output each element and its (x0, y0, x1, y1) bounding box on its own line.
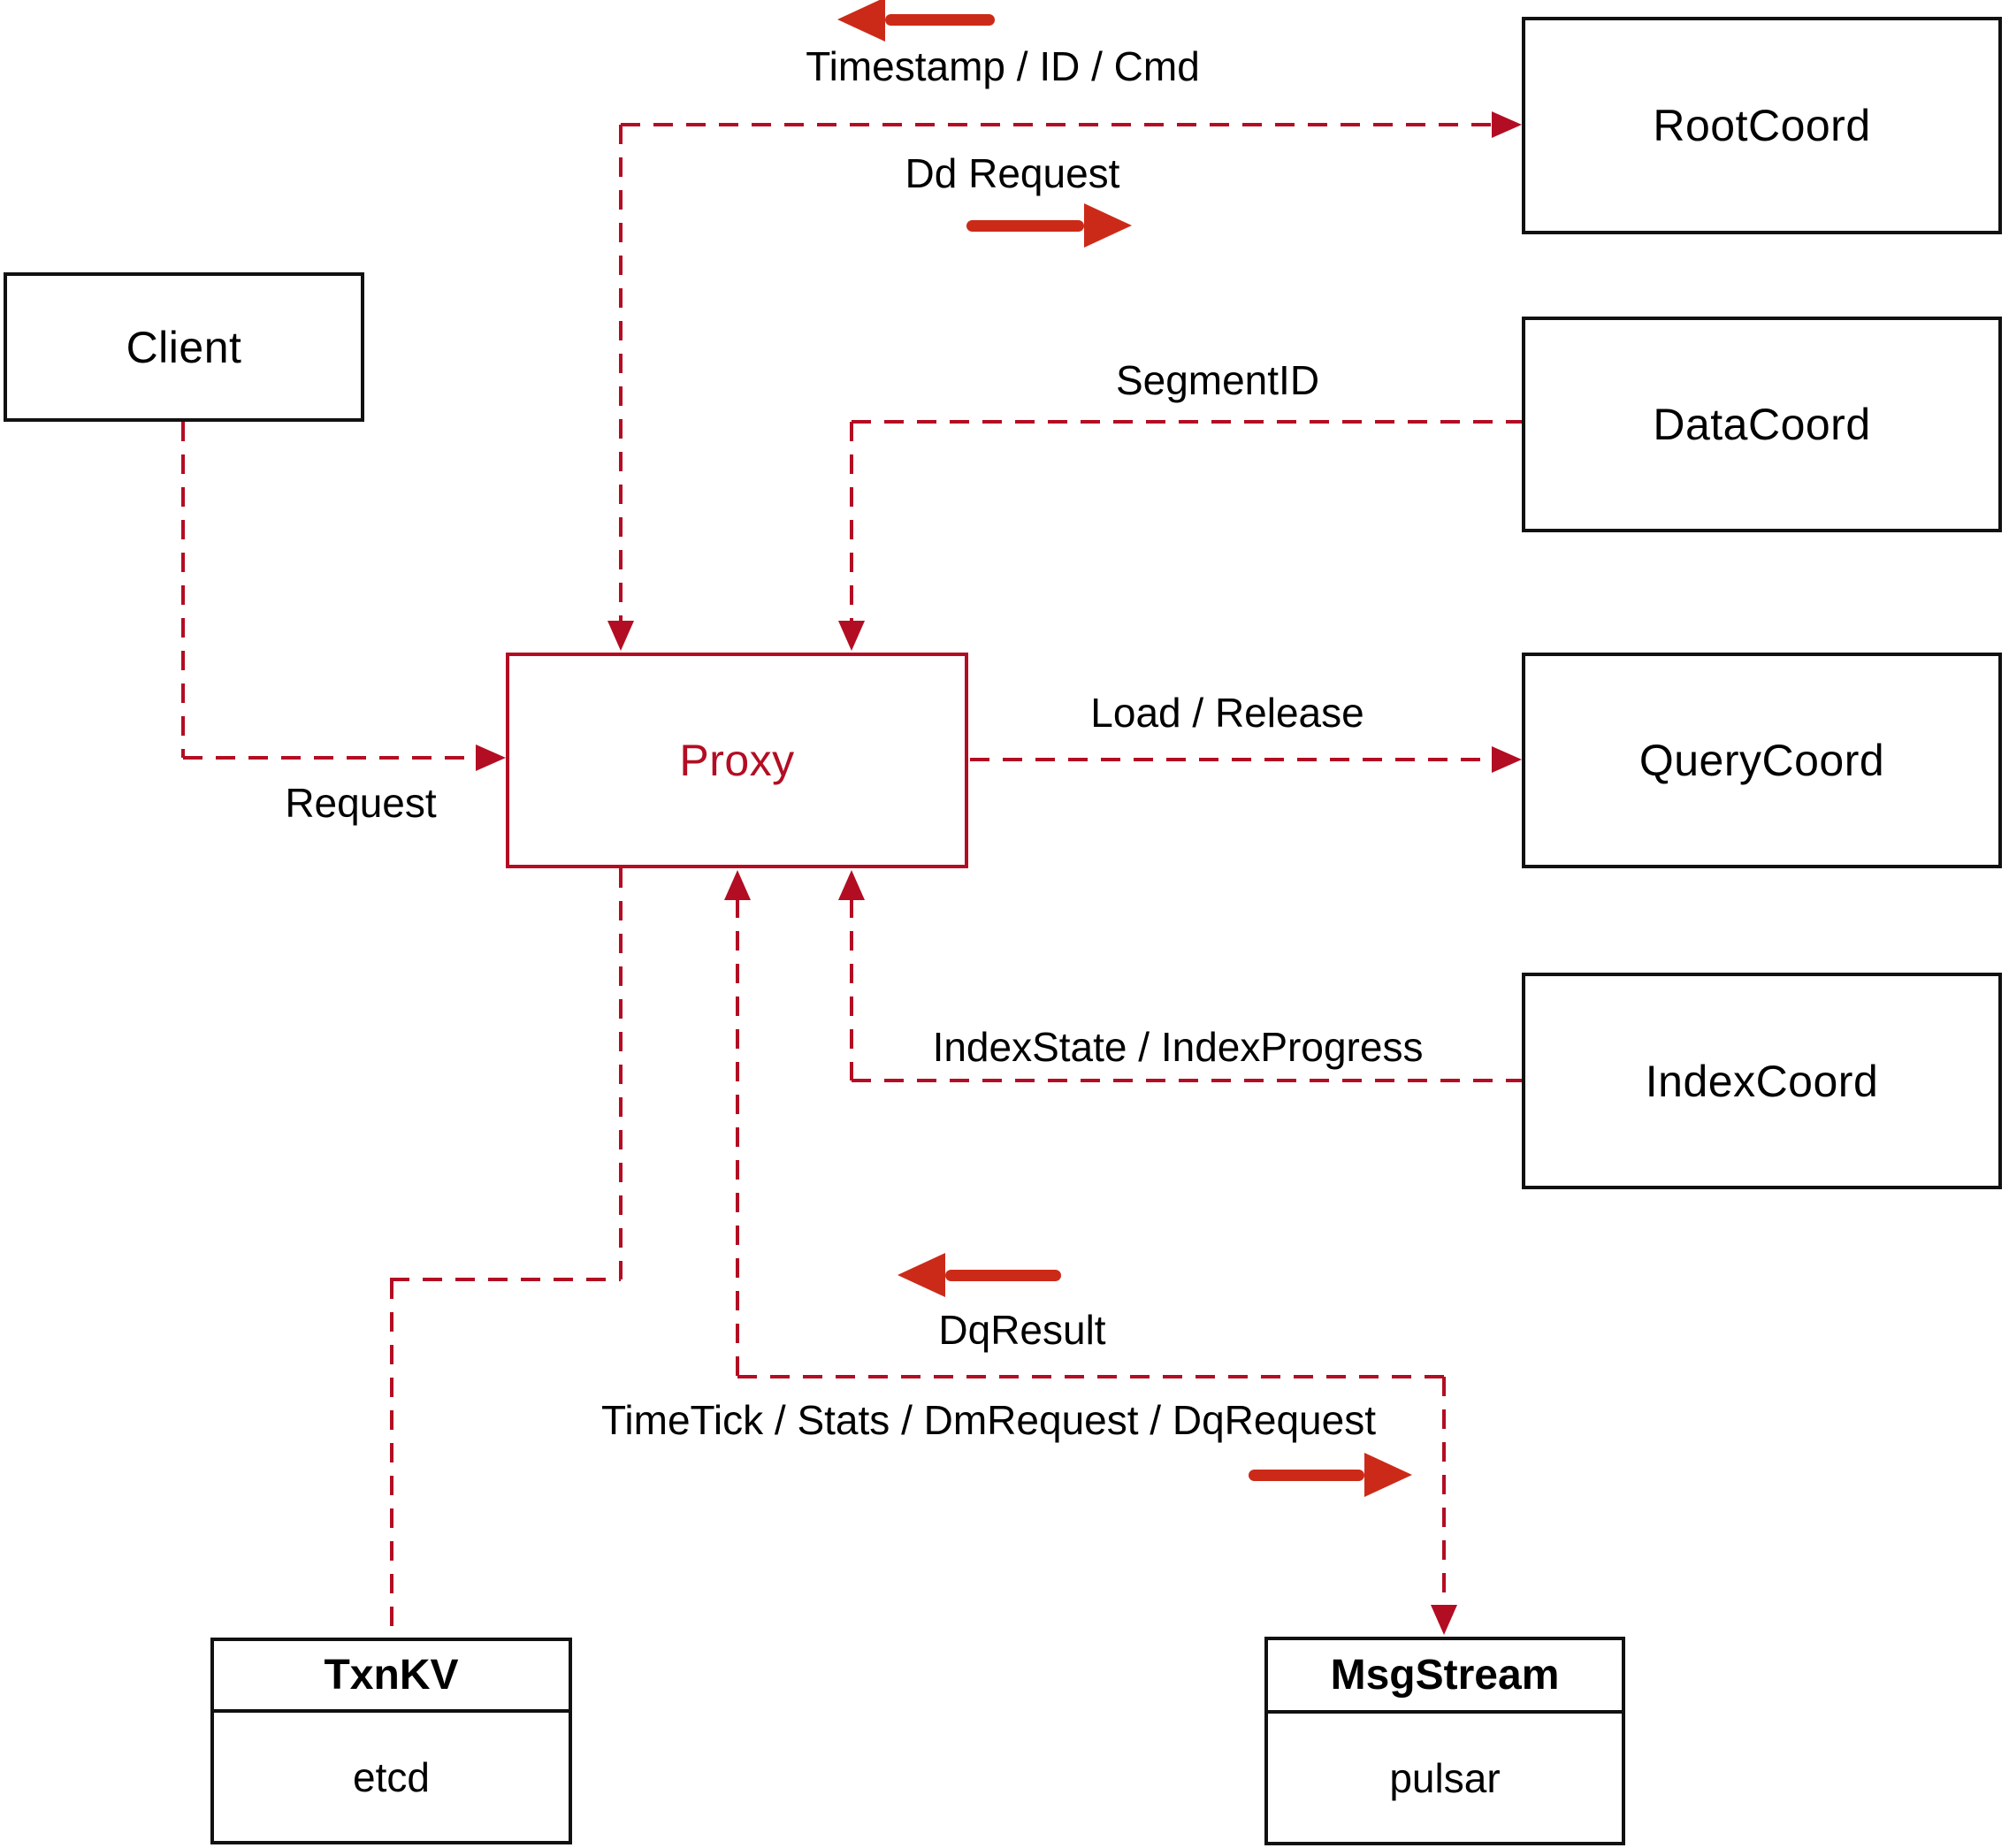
edge-proxy-querycoord-arrowhead (1492, 746, 1522, 773)
edge-label-timetick: TimeTick / Stats / DmRequest / DqRequest (601, 1397, 1376, 1443)
edge-datacoord-proxy-h (852, 420, 1522, 424)
edge-label-dq-result: DqResult (938, 1307, 1106, 1353)
edge-into-proxy-bottom-arrowhead-2 (724, 870, 751, 900)
node-indexcoord-label: IndexCoord (1645, 1056, 1879, 1106)
edge-proxy-msgstream-v2 (1442, 1377, 1446, 1607)
arrow-head-left-icon (898, 1253, 945, 1297)
arrow-head-right-icon (1364, 1453, 1412, 1497)
edge-label-dd-request: Dd Request (905, 150, 1120, 196)
node-indexcoord: IndexCoord (1522, 973, 2002, 1189)
edge-into-proxy-top-arrowhead-2 (838, 621, 865, 651)
node-msgstream-title: MsgStream (1268, 1640, 1622, 1714)
arrow-head-right-icon (1084, 203, 1132, 248)
node-client-label: Client (126, 322, 242, 372)
node-proxy-label: Proxy (679, 736, 795, 785)
node-txnkv: TxnKV etcd (210, 1638, 572, 1844)
edge-client-proxy-v (181, 422, 185, 758)
edge-into-proxy-top-arrowhead-1 (607, 621, 634, 651)
edge-proxy-txnkv-h (390, 1278, 621, 1281)
arrow-head-left-icon (837, 0, 885, 42)
node-querycoord: QueryCoord (1522, 653, 2002, 868)
edge-client-proxy-arrowhead (476, 745, 506, 771)
edge-datacoord-proxy-v (850, 422, 853, 622)
edge-label-request: Request (285, 780, 437, 826)
edge-into-msgstream-arrowhead (1431, 1605, 1457, 1635)
edge-into-proxy-bottom-arrowhead-1 (838, 870, 865, 900)
node-txnkv-title: TxnKV (214, 1641, 569, 1713)
edge-proxy-rootcoord-h (621, 123, 1492, 126)
arrow-shaft (1249, 1469, 1364, 1481)
edge-client-proxy-h (183, 756, 476, 760)
node-rootcoord-label: RootCoord (1653, 101, 1871, 150)
node-msgstream-subtitle: pulsar (1389, 1754, 1501, 1801)
flow-arrow-left-dqresult (898, 1253, 1061, 1297)
arrow-shaft (945, 1269, 1061, 1281)
edge-rootcoord-proxy-v (619, 125, 623, 622)
edge-proxy-rootcoord-arrowhead (1492, 111, 1522, 138)
edge-label-segment-id: SegmentID (1115, 357, 1320, 403)
flow-arrow-left-timestamp (837, 0, 995, 42)
edge-label-index-state: IndexState / IndexProgress (932, 1024, 1424, 1070)
arrow-shaft (885, 13, 995, 26)
node-querycoord-label: QueryCoord (1639, 736, 1885, 785)
node-datacoord: DataCoord (1522, 317, 2002, 532)
node-txnkv-subtitle: etcd (353, 1753, 430, 1800)
node-rootcoord: RootCoord (1522, 17, 2002, 234)
node-client: Client (4, 272, 364, 422)
edge-label-timestamp: Timestamp / ID / Cmd (806, 43, 1200, 89)
edge-proxy-msgstream-v1 (736, 898, 739, 1377)
arrow-shaft (966, 219, 1084, 232)
edge-proxy-txnkv-v2 (390, 1279, 393, 1638)
node-msgstream: MsgStream pulsar (1264, 1637, 1625, 1845)
edge-indexcoord-proxy-v (850, 898, 853, 1081)
node-proxy: Proxy (506, 653, 968, 868)
edge-indexcoord-proxy-h (852, 1079, 1522, 1082)
edge-proxy-txnkv-v1 (619, 868, 623, 1279)
edge-proxy-querycoord-h (970, 758, 1490, 761)
flow-arrow-right-timetick (1249, 1453, 1412, 1497)
edge-label-load-release: Load / Release (1090, 690, 1364, 736)
node-datacoord-label: DataCoord (1653, 400, 1871, 449)
flow-arrow-right-dd-request (966, 203, 1132, 248)
edge-proxy-msgstream-h (737, 1375, 1444, 1378)
